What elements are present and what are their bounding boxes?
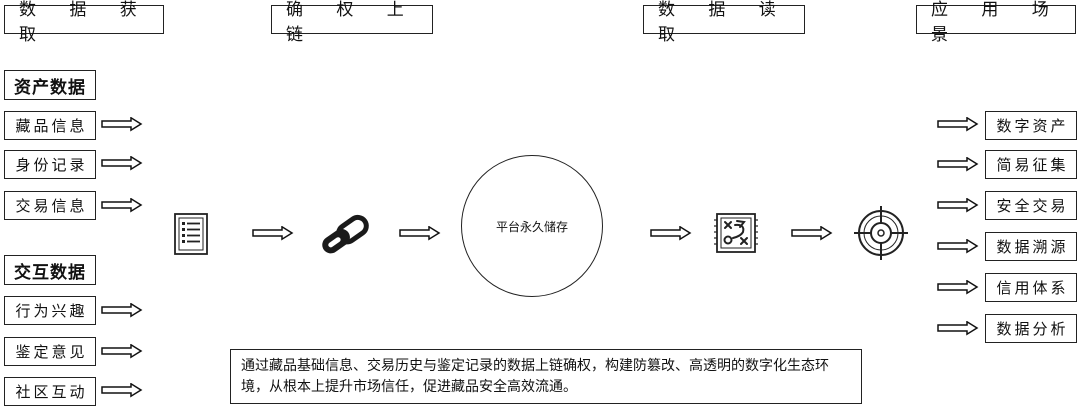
arrow-right bbox=[937, 280, 978, 294]
stage-header-reading: 数 据 读 取 bbox=[643, 0, 805, 45]
interaction-item-behavior-interest: 行为兴趣 bbox=[4, 296, 96, 325]
application-secure-transaction: 安全交易 bbox=[985, 191, 1077, 220]
list-document-icon bbox=[174, 213, 208, 255]
arrow-right bbox=[937, 157, 978, 171]
application-simple-collection: 简易征集 bbox=[985, 150, 1077, 179]
target-crosshair-icon bbox=[854, 206, 908, 260]
arrow-right bbox=[937, 239, 978, 253]
arrow-right bbox=[252, 226, 293, 240]
interaction-item-community: 社区互动 bbox=[4, 377, 96, 406]
interaction-data-title: 交互数据 bbox=[4, 255, 96, 285]
arrow-right bbox=[399, 226, 440, 240]
arrow-right bbox=[101, 344, 142, 358]
asset-data-title: 资产数据 bbox=[4, 70, 96, 100]
stage-header-onchain: 确 权 上 链 bbox=[271, 0, 433, 45]
strategy-map-icon bbox=[714, 213, 758, 253]
stage-header-acquisition: 数 据 获 取 bbox=[4, 0, 164, 45]
application-data-traceability: 数据溯源 bbox=[985, 232, 1077, 261]
interaction-item-appraisal-opinion: 鉴定意见 bbox=[4, 337, 96, 366]
application-data-analysis: 数据分析 bbox=[985, 314, 1077, 343]
arrow-right bbox=[937, 321, 978, 335]
asset-item-transaction-info: 交易信息 bbox=[4, 191, 96, 220]
arrow-right bbox=[650, 226, 691, 240]
platform-storage-circle: 平台永久储存 bbox=[461, 155, 603, 297]
arrow-right bbox=[101, 156, 142, 170]
chain-link-icon bbox=[322, 214, 369, 254]
application-credit-system: 信用体系 bbox=[985, 273, 1077, 302]
arrow-right bbox=[101, 117, 142, 131]
arrow-right bbox=[937, 198, 978, 212]
asset-item-identity-record: 身份记录 bbox=[4, 150, 96, 179]
arrow-right bbox=[101, 303, 142, 317]
arrow-right bbox=[791, 226, 832, 240]
arrow-right bbox=[101, 198, 142, 212]
description-text: 通过藏品基础信息、交易历史与鉴定记录的数据上链确权，构建防篡改、高透明的数字化生… bbox=[241, 358, 829, 395]
description-box: 通过藏品基础信息、交易历史与鉴定记录的数据上链确权，构建防篡改、高透明的数字化生… bbox=[230, 349, 862, 404]
arrow-right bbox=[937, 117, 978, 131]
asset-item-collection-info: 藏品信息 bbox=[4, 111, 96, 140]
application-digital-asset: 数字资产 bbox=[985, 111, 1077, 140]
stage-header-application: 应 用 场 景 bbox=[916, 0, 1076, 45]
arrow-right bbox=[101, 383, 142, 397]
platform-storage-label: 平台永久储存 bbox=[495, 219, 568, 234]
